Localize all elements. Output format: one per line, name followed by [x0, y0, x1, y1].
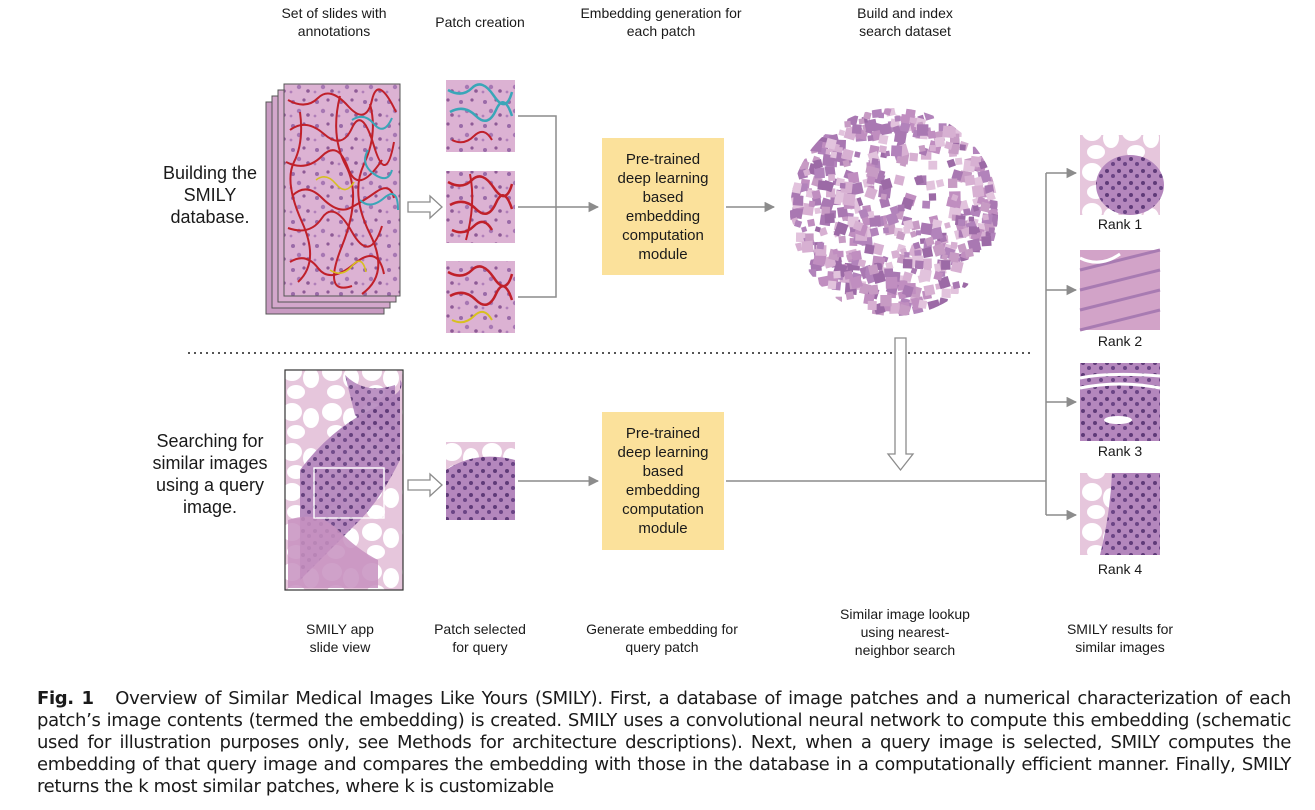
- stage-label-index: Build and index search dataset: [857, 5, 953, 39]
- embedding-index-sphere: [790, 108, 998, 316]
- patch-3: [446, 261, 515, 333]
- stage-label-slides: Set of slides with annotations: [281, 5, 387, 39]
- figure-caption: Fig. 1 Overview of Similar Medical Image…: [37, 688, 1291, 798]
- stage-label-selected: Patch selected for query: [434, 621, 526, 655]
- caption-text: Overview of Similar Medical Images Like …: [37, 688, 1291, 797]
- row-label-searching: Searching for similar images using a que…: [152, 431, 268, 517]
- query-slide-view: [284, 369, 404, 591]
- result-image-rank-3: [1079, 363, 1161, 441]
- embedding-module-bottom: Pre-trained deep learning based embeddin…: [602, 412, 724, 550]
- row-label-building: Building the SMILY database.: [162, 163, 258, 227]
- stage-label-embedding: Embedding generation for each patch: [580, 5, 742, 39]
- stage-label-patch: Patch creation: [435, 14, 525, 30]
- diagram-canvas: [188, 80, 1164, 591]
- connector-to-results: [726, 167, 1078, 521]
- stage-label-lookup: Similar image lookup using nearest-neigh…: [840, 606, 970, 658]
- stage-label-generate: Generate embedding for query patch: [586, 621, 738, 655]
- stage-label-app: SMILY app slide view: [306, 621, 374, 655]
- patch-2: [446, 171, 515, 243]
- rank-label-1: Rank 1: [1097, 216, 1143, 232]
- query-patch: [446, 442, 515, 520]
- result-image-rank-1: [1080, 135, 1164, 215]
- caption-label: Fig. 1: [37, 688, 94, 709]
- arrow-slides-to-patches: [407, 194, 443, 220]
- rank-label-4: Rank 4: [1097, 561, 1143, 577]
- result-image-rank-2: [1079, 248, 1161, 332]
- rank-label-3: Rank 3: [1097, 443, 1143, 459]
- arrow-slide-to-query-patch: [407, 472, 443, 498]
- connector-patches-to-module: [518, 115, 600, 298]
- stage-label-results: SMILY results for similar images: [1066, 621, 1174, 655]
- annotated-slide-stack: [265, 83, 401, 315]
- embedding-module-top: Pre-trained deep learning based embeddin…: [602, 138, 724, 275]
- rank-label-2: Rank 2: [1097, 333, 1143, 349]
- patch-1: [446, 80, 515, 152]
- arrow-index-to-lookup: [886, 337, 915, 472]
- result-image-rank-4: [1080, 473, 1160, 555]
